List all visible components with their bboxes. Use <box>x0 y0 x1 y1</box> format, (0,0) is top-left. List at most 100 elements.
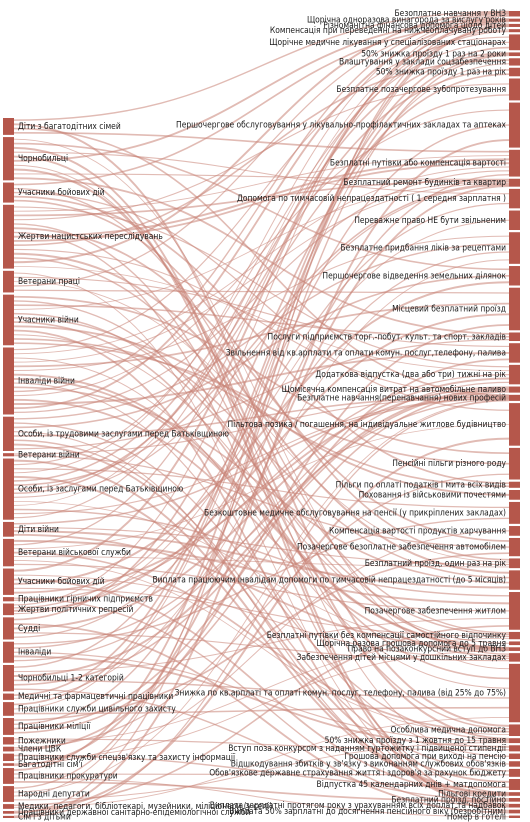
flow-link <box>13 443 510 783</box>
right-node-label: Місцевий безплатний проїзд <box>392 304 506 314</box>
flow-link <box>13 69 510 494</box>
right-node-bar <box>509 631 520 640</box>
right-node-bar <box>509 537 520 557</box>
right-node-bar <box>509 232 520 264</box>
left-node-bar <box>3 641 14 663</box>
right-node-label: Номер в готелі <box>447 811 506 821</box>
flow-link <box>13 517 510 645</box>
right-node-label: Виплата працюючим інвалідам допомоги по … <box>152 575 506 585</box>
right-node-bar <box>509 779 520 790</box>
left-node-bar <box>3 737 14 745</box>
right-node-bar <box>509 102 520 148</box>
right-node-label: Безплатні путівки без компенсації самост… <box>267 630 507 640</box>
flow-link <box>13 500 510 650</box>
flow-link <box>13 94 510 490</box>
left-node-bar <box>3 664 14 692</box>
flow-link <box>13 716 510 809</box>
flow-link <box>13 181 510 310</box>
flow-link <box>13 552 510 721</box>
flow-link <box>13 219 510 615</box>
right-node-label: Безплатне навчання(перенавчання) нових п… <box>297 392 506 402</box>
right-node-label: Поховання із військовими почестями <box>359 489 507 499</box>
flow-link <box>13 46 510 697</box>
right-node-bar <box>509 798 520 802</box>
left-node-label: Працівники державної санітарно-епідеміол… <box>18 807 250 817</box>
right-node-bar <box>509 34 520 51</box>
left-node-bar <box>3 786 14 802</box>
left-node-bar <box>3 763 14 766</box>
right-node-label: Безоплатне навчання у ВНЗ <box>395 8 507 18</box>
left-node-label: Чорнобильці <box>18 153 68 163</box>
flow-link <box>13 399 510 819</box>
right-node-label: Обов'язкове державне страхування життя і… <box>209 767 506 777</box>
right-node-label: Різноманітна фінансова допомога щодо діт… <box>323 20 506 30</box>
right-node-bar <box>509 394 520 401</box>
flow-link <box>13 741 510 801</box>
flow-link <box>13 539 510 605</box>
flow-link <box>13 10 510 121</box>
right-node-bar <box>509 803 520 808</box>
left-node-bar <box>3 521 14 537</box>
flow-link <box>13 20 510 572</box>
flow-link <box>13 202 510 609</box>
flow-link <box>13 11 510 264</box>
flow-link <box>13 396 510 455</box>
right-node-bar <box>509 11 520 17</box>
right-node-label: Позачергове забезпечення житлом <box>365 605 506 615</box>
flow-link <box>13 377 510 630</box>
flow-link <box>13 29 510 519</box>
right-node-bar <box>509 738 520 744</box>
flow-link <box>13 184 510 498</box>
right-node-bar <box>509 653 520 662</box>
right-node-label: Безкоштовне медичне обслуговування на пе… <box>204 507 506 517</box>
right-node-bar <box>509 768 520 777</box>
right-node-bar <box>509 266 520 286</box>
flow-link <box>13 650 510 760</box>
flow-link <box>13 304 510 338</box>
left-node-label: Інваліди <box>18 647 51 657</box>
right-node-label: Безплатне позачергове зубопротезування <box>336 84 506 94</box>
right-node-bar <box>509 558 520 569</box>
left-node-label: Діти війни <box>18 524 59 534</box>
right-node-bar <box>509 501 520 524</box>
right-node-label: Щорічна одноразова винагорода за вислугу… <box>307 15 506 25</box>
left-node-bar <box>3 204 14 269</box>
flow-link <box>13 173 510 726</box>
right-node-bar <box>509 58 520 66</box>
left-node-label: Жертви нацистських переслідувань <box>18 231 163 241</box>
flow-link <box>13 15 510 814</box>
flow-link <box>13 313 510 612</box>
flow-link <box>13 398 510 658</box>
left-node-label: Особи, із трудовими заслугами перед Бать… <box>18 428 229 438</box>
left-node-label: Сім'ї з дітьми <box>18 811 71 821</box>
flow-link <box>13 321 510 680</box>
right-node-bar <box>509 526 520 536</box>
flow-link <box>13 781 510 802</box>
right-node-label: Першочергове відведення земельних діляно… <box>322 270 506 280</box>
flow-link <box>13 139 510 818</box>
left-node-label: Учасники війни <box>18 314 79 324</box>
left-node-bar <box>3 746 14 752</box>
flow-link <box>13 251 510 638</box>
flow-link <box>13 155 510 212</box>
flow-link <box>13 295 510 454</box>
right-node-bar <box>509 570 520 590</box>
left-node-bar <box>3 453 14 457</box>
left-node-label: Учасники бойових дій <box>18 187 105 197</box>
flow-link <box>13 679 510 699</box>
flow-link <box>13 158 510 238</box>
right-node-bar <box>509 815 520 818</box>
flow-link <box>13 281 510 585</box>
flow-link <box>13 13 510 474</box>
flow-link <box>13 431 510 800</box>
flow-link <box>13 651 510 742</box>
left-node-bar <box>3 458 14 520</box>
right-node-label: Забезпечення дітей місцями у дошкільних … <box>297 652 507 662</box>
right-node-label: 50% знижка проїзду з 1 жовтня до 15 трав… <box>325 735 506 745</box>
right-node-bar <box>509 29 520 33</box>
right-node-label: Знижка по кв.арплаті та оплаті комун. по… <box>175 688 506 698</box>
left-node-label: Судді <box>18 623 40 633</box>
flow-link <box>13 41 510 466</box>
right-node-bar <box>509 724 520 737</box>
flow-link <box>13 183 510 486</box>
